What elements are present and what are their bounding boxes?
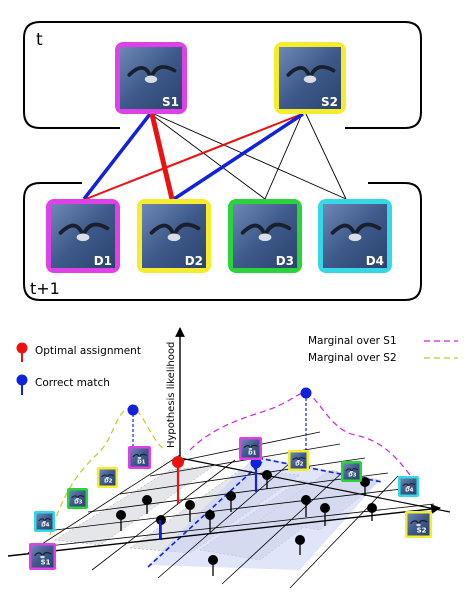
highlighted-edges	[82, 112, 304, 201]
y-axis	[179, 457, 451, 513]
hypothesis-point	[226, 491, 236, 501]
axis-thumb-d2: D2	[97, 467, 118, 488]
detection-tile-d2: D2	[137, 199, 211, 273]
axis-thumb-d2-label: D2	[295, 462, 304, 468]
detection-tile-d1-label: D1	[94, 254, 112, 268]
source-tile-s2: S2	[274, 42, 346, 114]
edge-s1-d2-optimal	[149, 113, 175, 200]
hypothesis-point	[367, 503, 377, 513]
legend: Optimal assignment Correct match	[16, 342, 141, 395]
edge-s2-d1-optimal	[85, 113, 303, 200]
axis-thumb-d4: D4	[34, 511, 55, 532]
marginal-s2-label: Marginal over S2	[308, 352, 397, 364]
axis-thumb-d3: D3	[67, 488, 88, 509]
marginal-s1-peak-dot	[300, 387, 312, 399]
edge-s2-d2-correct	[173, 112, 304, 201]
correct-hypothesis-point	[250, 457, 262, 469]
frame-t-bracket	[23, 21, 422, 129]
source-tile-s2-label: S2	[321, 95, 338, 109]
source-tile-s1-label: S1	[162, 95, 179, 109]
marginal-s2-curve	[49, 407, 166, 536]
source-tiles: S1 S2	[115, 42, 346, 114]
axis-thumb-d1: D1	[128, 446, 151, 469]
axis-thumb-d3-label: D3	[74, 500, 83, 506]
hypothesis-point	[295, 535, 305, 545]
frame-t1-label: t+1	[30, 279, 60, 298]
edge-s1-d4	[153, 113, 347, 200]
hypothesis-point	[301, 495, 311, 505]
axis-thumb-d4-label: D4	[405, 488, 414, 494]
optimal-hypothesis-point	[172, 456, 184, 468]
axis-thumb-s1-label: S1	[41, 559, 51, 567]
axis-thumb-d1-label: D1	[137, 460, 146, 466]
legend-optimal-label: Optimal assignment	[35, 345, 141, 357]
hypothesis-point	[262, 470, 272, 480]
optimal-assignment-icon	[16, 342, 28, 354]
detection-tile-d4-label: D4	[366, 254, 384, 268]
marginal-legend: Marginal over S1 Marginal over S2	[308, 335, 458, 364]
detection-tiles: D1 D2 D3 D4	[46, 199, 392, 273]
frame-t-panel: t	[23, 21, 422, 129]
frame-t1-bracket	[23, 182, 422, 301]
hypothesis-point	[360, 477, 370, 487]
frame-t-label: t	[36, 30, 43, 50]
marginal-s1-label: Marginal over S1	[308, 335, 397, 347]
edge-s2-d3	[264, 113, 303, 200]
detection-tile-d1: D1	[46, 199, 120, 273]
axis-thumb-d2: D2	[288, 450, 309, 471]
marginal-s2-peak-dot	[127, 404, 139, 416]
x-axis	[7, 504, 441, 557]
axis-thumb-d3: D3	[341, 461, 362, 482]
hypothesis-point	[142, 495, 152, 505]
hypothesis-stems	[116, 456, 377, 576]
detection-tile-d3: D3	[228, 199, 302, 273]
edge-s2-d4	[305, 113, 347, 200]
axis-thumb-d4-label: D4	[41, 523, 50, 529]
axis-thumb-d2-label: D2	[104, 479, 113, 485]
legend-correct-label: Correct match	[35, 377, 110, 389]
axis-thumb-d1-label: D1	[248, 451, 257, 457]
likelihood-plot: Hypothesis likelihood	[7, 327, 451, 589]
z-axis-label: Hypothesis likelihood	[166, 342, 177, 448]
all-pair-edges	[150, 113, 347, 200]
edge-s1-d1-correct	[82, 112, 152, 201]
correct-plane	[148, 456, 380, 570]
axis-thumb-s2-label: S2	[417, 527, 427, 535]
hypothesis-point	[320, 503, 330, 513]
source-tile-s1: S1	[115, 42, 187, 114]
hypothesis-point	[208, 555, 218, 565]
axis-thumb-d4: D4	[398, 476, 419, 497]
hypothesis-point	[116, 510, 126, 520]
axis-thumb-d3-label: D3	[348, 473, 357, 479]
detection-tile-d2-label: D2	[185, 254, 203, 268]
correct-match-icon	[16, 374, 28, 386]
axis-thumb-s1: S1	[29, 543, 56, 570]
edge-s1-d3	[150, 113, 266, 200]
axis-thumb-s2: S2	[405, 511, 432, 538]
frame-t1-panel: t+1	[23, 182, 422, 301]
hypothesis-point	[185, 500, 195, 510]
axis-thumb-d1: D1	[239, 437, 262, 460]
hypothesis-point	[205, 510, 215, 520]
detection-tile-d3-label: D3	[276, 254, 294, 268]
floor-grid	[27, 431, 435, 589]
detection-tile-d4: D4	[318, 199, 392, 273]
